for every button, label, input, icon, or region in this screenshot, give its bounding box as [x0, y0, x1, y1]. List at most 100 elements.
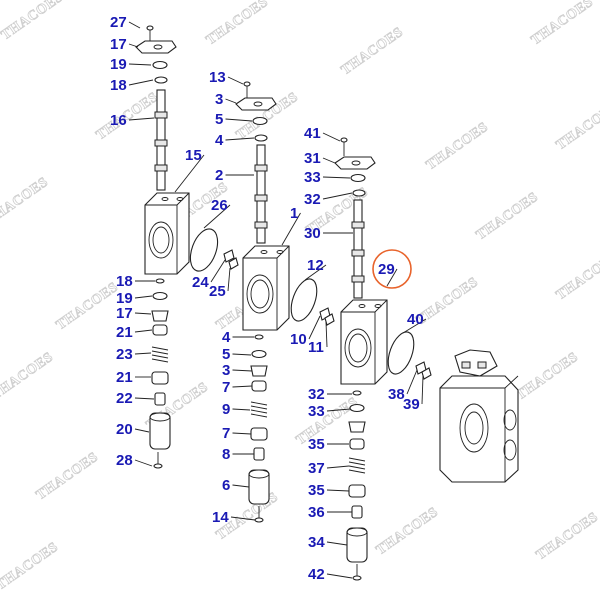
watermark-text: THACOES	[34, 450, 102, 504]
leader-line	[203, 204, 231, 229]
part-label-18[interactable]: 18	[116, 273, 133, 290]
part-label-16[interactable]: 16	[110, 112, 127, 129]
part-label-28[interactable]: 28	[116, 452, 133, 469]
part-label-41[interactable]: 41	[304, 125, 321, 142]
part-label-29[interactable]: 29	[378, 261, 395, 278]
part-label-32[interactable]: 32	[308, 386, 325, 403]
leader-line	[232, 484, 250, 488]
part-label-27[interactable]: 27	[110, 14, 127, 31]
leader-line	[232, 432, 252, 435]
watermark-text: THACOES	[54, 280, 122, 334]
leader-line	[326, 408, 351, 412]
part-label-17[interactable]: 17	[116, 305, 133, 322]
watermark-text: THACOES	[554, 250, 600, 304]
part-label-3[interactable]: 3	[222, 362, 230, 379]
part-label-32[interactable]: 32	[304, 191, 321, 208]
part-label-12[interactable]: 12	[307, 257, 324, 274]
leader-line	[406, 369, 418, 395]
part-label-13[interactable]: 13	[209, 69, 226, 86]
leader-line	[304, 264, 327, 281]
part-label-9[interactable]: 9	[222, 401, 230, 418]
leader-line	[128, 117, 155, 121]
leader-line	[128, 43, 139, 48]
leader-line	[174, 154, 205, 193]
part-label-39[interactable]: 39	[403, 396, 420, 413]
leader-line	[386, 268, 398, 287]
part-label-23[interactable]: 23	[116, 346, 133, 363]
part-label-33[interactable]: 33	[308, 403, 325, 420]
part-label-1[interactable]: 1	[290, 205, 298, 222]
part-label-2[interactable]: 2	[215, 167, 223, 184]
part-label-7[interactable]: 7	[222, 425, 230, 442]
part-label-33[interactable]: 33	[304, 169, 321, 186]
leader-line	[134, 352, 152, 355]
part-label-4[interactable]: 4	[215, 132, 224, 149]
part-label-20[interactable]: 20	[116, 421, 133, 438]
part-label-38[interactable]: 38	[388, 386, 405, 403]
column-1-parts	[135, 25, 190, 469]
part-label-21[interactable]: 21	[116, 369, 133, 386]
part-label-14[interactable]: 14	[212, 509, 229, 526]
part-label-17[interactable]: 17	[110, 36, 127, 53]
part-label-35[interactable]: 35	[308, 436, 325, 453]
leader-line	[227, 76, 244, 85]
part-label-22[interactable]: 22	[116, 390, 133, 407]
part-label-10[interactable]: 10	[290, 331, 307, 348]
leader-line	[232, 385, 253, 388]
part-label-30[interactable]: 30	[304, 225, 321, 242]
part-label-19[interactable]: 19	[110, 56, 127, 73]
leader-line	[225, 98, 237, 104]
part-label-18[interactable]: 18	[110, 77, 127, 94]
leader-line	[325, 321, 328, 348]
part-label-19[interactable]: 19	[116, 290, 133, 307]
part-label-42[interactable]: 42	[308, 566, 325, 583]
part-label-8[interactable]: 8	[222, 446, 230, 463]
leader-line	[232, 353, 252, 356]
part-label-3[interactable]: 3	[215, 91, 223, 108]
part-label-37[interactable]: 37	[308, 460, 325, 477]
part-label-15[interactable]: 15	[185, 147, 202, 164]
leader-line	[281, 212, 301, 246]
part-label-26[interactable]: 26	[211, 197, 228, 214]
part-label-40[interactable]: 40	[407, 311, 424, 328]
part-label-35[interactable]: 35	[308, 482, 325, 499]
watermark-text: THACOES	[534, 510, 600, 564]
part-label-34[interactable]: 34	[308, 534, 325, 551]
part-label-25[interactable]: 25	[209, 283, 226, 300]
watermark-text: THACOES	[554, 100, 600, 154]
part-label-31[interactable]: 31	[304, 150, 321, 167]
watermark-text: THACOES	[0, 175, 51, 229]
leader-line	[322, 157, 336, 164]
leader-line	[326, 573, 353, 579]
leader-line	[210, 259, 226, 283]
leader-line	[128, 21, 141, 29]
leader-line	[322, 132, 341, 142]
leader-line	[134, 428, 150, 433]
watermark-text: THACOES	[514, 350, 582, 404]
part-label-7[interactable]: 7	[222, 379, 230, 396]
watermark-text: THACOES	[529, 0, 597, 48]
leader-line	[128, 63, 152, 66]
part-label-5[interactable]: 5	[215, 111, 223, 128]
part-label-4[interactable]: 4	[222, 329, 231, 346]
part-label-6[interactable]: 6	[222, 477, 230, 494]
leader-line	[128, 79, 154, 86]
part-label-11[interactable]: 11	[308, 339, 324, 356]
leader-line	[322, 176, 351, 179]
watermark-text: THACOES	[0, 350, 56, 404]
watermark-text: THACOES	[0, 540, 61, 594]
part-label-21[interactable]: 21	[116, 324, 133, 341]
watermark-text: THACOES	[204, 0, 272, 48]
leader-line	[322, 192, 353, 200]
leader-line	[134, 459, 153, 467]
leader-line	[402, 318, 427, 334]
part-label-5[interactable]: 5	[222, 346, 230, 363]
leader-line	[225, 137, 255, 141]
leader-line	[232, 408, 251, 411]
watermark-text: THACOES	[424, 120, 492, 174]
part-label-36[interactable]: 36	[308, 504, 325, 521]
part-label-24[interactable]: 24	[192, 274, 209, 291]
leader-line	[232, 369, 253, 372]
